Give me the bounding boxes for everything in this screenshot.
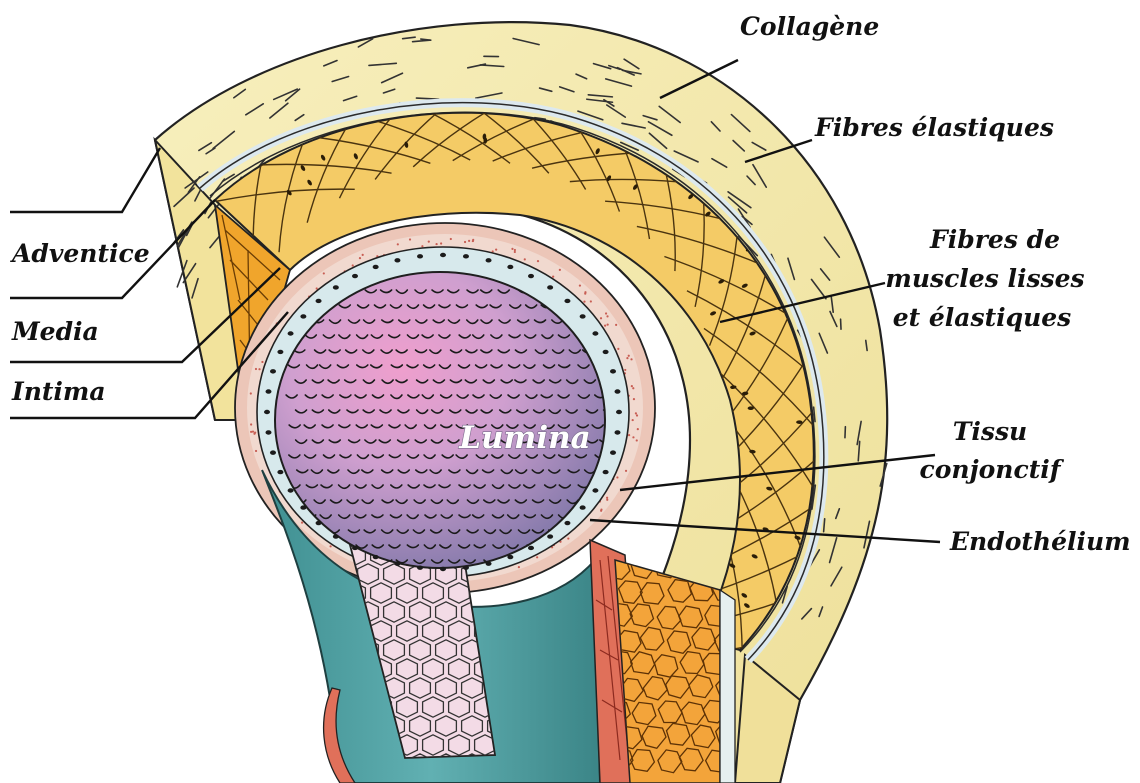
label-muscles-lisses: muscles lisses [885,264,1084,293]
label-tissu: Tissu [953,417,1027,446]
label-endothelium: Endothélium [949,527,1131,556]
label-intima: Intima [11,377,106,406]
label-lumina: Lumina [458,420,591,456]
label-conjonctif: conjonctif [920,455,1065,484]
label-adventice: Adventice [10,239,150,268]
label-fibres-elastiques: Fibres élastiques [814,113,1054,142]
label-media: Media [11,317,99,346]
label-collagene: Collagène [740,12,879,41]
label-et-elastiques: et élastiques [893,303,1072,332]
label-fibres-de: Fibres de [929,225,1060,254]
